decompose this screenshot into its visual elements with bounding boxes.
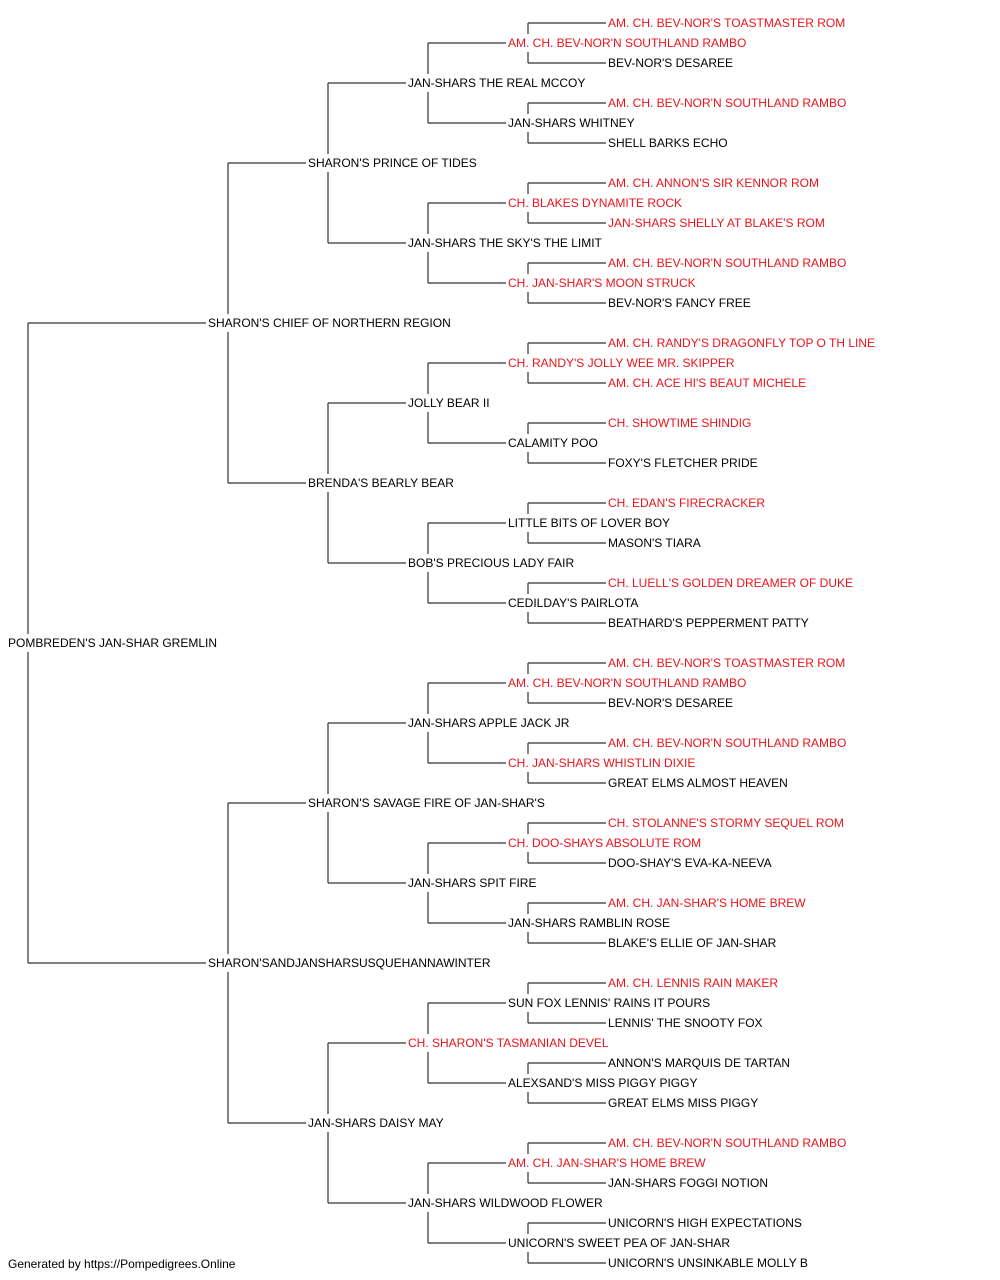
dog-name-gen5: AM. CH. ANNON'S SIR KENNOR ROM	[608, 176, 819, 190]
dog-name-gen4: UNICORN'S SWEET PEA OF JAN-SHAR	[508, 1236, 730, 1250]
dog-name-gen5: CH. SHOWTIME SHINDIG	[608, 416, 751, 430]
dog-name-gen2: BRENDA'S BEARLY BEAR	[308, 476, 454, 490]
dog-name-gen5: AM. CH. JAN-SHAR'S HOME BREW	[608, 896, 806, 910]
dog-name-gen3: JAN-SHARS SPIT FIRE	[408, 876, 536, 890]
dog-name-gen5: AM. CH. LENNIS RAIN MAKER	[608, 976, 778, 990]
dog-name-gen3: JOLLY BEAR II	[408, 396, 490, 410]
dog-name-gen0: POMBREDEN'S JAN-SHAR GREMLIN	[8, 636, 217, 650]
dog-name-gen4: SUN FOX LENNIS' RAINS IT POURS	[508, 996, 710, 1010]
dog-name-gen3: JAN-SHARS WILDWOOD FLOWER	[408, 1196, 603, 1210]
dog-name-gen4: AM. CH. BEV-NOR'N SOUTHLAND RAMBO	[508, 676, 746, 690]
dog-name-gen2: JAN-SHARS DAISY MAY	[308, 1116, 444, 1130]
dog-name-gen2: SHARON'S SAVAGE FIRE OF JAN-SHAR'S	[308, 796, 545, 810]
generated-by-footer: Generated by https://Pompedigrees.Online	[8, 1257, 236, 1271]
dog-name-gen2: SHARON'S PRINCE OF TIDES	[308, 156, 477, 170]
dog-name-gen4: JAN-SHARS WHITNEY	[508, 116, 635, 130]
dog-name-gen3: JAN-SHARS APPLE JACK JR	[408, 716, 570, 730]
dog-name-gen3: JAN-SHARS THE SKY'S THE LIMIT	[408, 236, 603, 250]
dog-name-gen4: CH. BLAKES DYNAMITE ROCK	[508, 196, 682, 210]
pedigree-names: POMBREDEN'S JAN-SHAR GREMLIN SHARON'S CHI…	[8, 16, 875, 1270]
dog-name-gen5: AM. CH. BEV-NOR'N SOUTHLAND RAMBO	[608, 256, 846, 270]
dog-name-gen5: AM. CH. BEV-NOR'S TOASTMASTER ROM	[608, 656, 845, 670]
dog-name-gen5: FOXY'S FLETCHER PRIDE	[608, 456, 758, 470]
dog-name-gen5: AM. CH. ACE HI'S BEAUT MICHELE	[608, 376, 806, 390]
dog-name-gen5: AM. CH. RANDY'S DRAGONFLY TOP O TH LINE	[608, 336, 875, 350]
dog-name-gen1: SHARON'S CHIEF OF NORTHERN REGION	[208, 316, 451, 330]
dog-name-gen5: AM. CH. BEV-NOR'N SOUTHLAND RAMBO	[608, 1136, 846, 1150]
dog-name-gen5: AM. CH. BEV-NOR'N SOUTHLAND RAMBO	[608, 96, 846, 110]
dog-name-gen5: BEV-NOR'S DESAREE	[608, 696, 733, 710]
dog-name-gen4: CH. JAN-SHARS WHISTLIN DIXIE	[508, 756, 695, 770]
dog-name-gen4: AM. CH. BEV-NOR'N SOUTHLAND RAMBO	[508, 36, 746, 50]
dog-name-gen5: BLAKE'S ELLIE OF JAN-SHAR	[608, 936, 777, 950]
dog-name-gen4: CH. RANDY'S JOLLY WEE MR. SKIPPER	[508, 356, 735, 370]
dog-name-gen5: AM. CH. BEV-NOR'N SOUTHLAND RAMBO	[608, 736, 846, 750]
dog-name-gen3: JAN-SHARS THE REAL MCCOY	[408, 76, 585, 90]
pedigree-connectors	[27, 22, 606, 1264]
dog-name-gen5: MASON'S TIARA	[608, 536, 701, 550]
dog-name-gen4: CALAMITY POO	[508, 436, 598, 450]
dog-name-gen5: JAN-SHARS FOGGI NOTION	[608, 1176, 768, 1190]
dog-name-gen4: CH. JAN-SHAR'S MOON STRUCK	[508, 276, 696, 290]
dog-name-gen3: BOB'S PRECIOUS LADY FAIR	[408, 556, 574, 570]
dog-name-gen4: CEDILDAY'S PAIRLOTA	[508, 596, 638, 610]
dog-name-gen5: SHELL BARKS ECHO	[608, 136, 728, 150]
dog-name-gen5: CH. STOLANNE'S STORMY SEQUEL ROM	[608, 816, 844, 830]
dog-name-gen5: CH. EDAN'S FIRECRACKER	[608, 496, 765, 510]
dog-name-gen5: LENNIS' THE SNOOTY FOX	[608, 1016, 763, 1030]
dog-name-gen4: AM. CH. JAN-SHAR'S HOME BREW	[508, 1156, 706, 1170]
dog-name-gen3: CH. SHARON'S TASMANIAN DEVEL	[408, 1036, 609, 1050]
dog-name-gen5: CH. LUELL'S GOLDEN DREAMER OF DUKE	[608, 576, 853, 590]
dog-name-gen5: JAN-SHARS SHELLY AT BLAKE'S ROM	[608, 216, 825, 230]
dog-name-gen5: AM. CH. BEV-NOR'S TOASTMASTER ROM	[608, 16, 845, 30]
dog-name-gen5: UNICORN'S HIGH EXPECTATIONS	[608, 1216, 802, 1230]
dog-name-gen5: BEATHARD'S PEPPERMENT PATTY	[608, 616, 809, 630]
dog-name-gen1: SHARON'SANDJANSHARSUSQUEHANNAWINTER	[208, 956, 491, 970]
dog-name-gen5: DOO-SHAY'S EVA-KA-NEEVA	[608, 856, 772, 870]
dog-name-gen4: ALEXSAND'S MISS PIGGY PIGGY	[508, 1076, 697, 1090]
dog-name-gen4: CH. DOO-SHAYS ABSOLUTE ROM	[508, 836, 701, 850]
dog-name-gen5: BEV-NOR'S DESAREE	[608, 56, 733, 70]
dog-name-gen4: LITTLE BITS OF LOVER BOY	[508, 516, 670, 530]
dog-name-gen5: GREAT ELMS ALMOST HEAVEN	[608, 776, 788, 790]
dog-name-gen5: GREAT ELMS MISS PIGGY	[608, 1096, 758, 1110]
dog-name-gen5: BEV-NOR'S FANCY FREE	[608, 296, 751, 310]
dog-name-gen5: ANNON'S MARQUIS DE TARTAN	[608, 1056, 790, 1070]
dog-name-gen5: UNICORN'S UNSINKABLE MOLLY B	[608, 1256, 808, 1270]
dog-name-gen4: JAN-SHARS RAMBLIN ROSE	[508, 916, 670, 930]
